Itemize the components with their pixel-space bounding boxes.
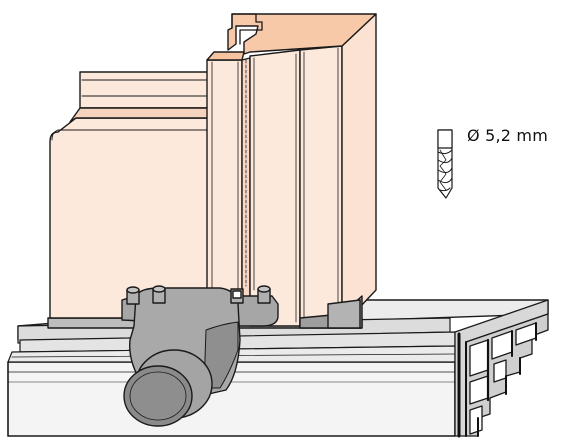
door-frame <box>47 13 377 329</box>
jig-post <box>257 285 271 304</box>
jig-cylinder-face-inner <box>129 371 187 421</box>
jig-post <box>230 288 244 304</box>
drill-bit-icon <box>437 129 453 199</box>
sash-left-curve <box>51 129 59 141</box>
frame-side-face <box>341 13 377 327</box>
frame-top-hook <box>231 13 263 45</box>
drill-bit-flute-shade <box>439 149 447 191</box>
frame-jamb-inner <box>249 49 301 327</box>
frame-top-small-cap <box>206 51 245 61</box>
drilling-jig-icon <box>121 285 279 427</box>
jig-body-shade <box>203 321 239 389</box>
frame-jamb-right <box>299 45 343 327</box>
sash-left-ledge <box>69 107 211 123</box>
sash-left-top-step <box>79 71 211 109</box>
jig-post <box>152 285 166 304</box>
drill-bit-shank <box>437 129 453 149</box>
jig-post <box>126 286 140 305</box>
frame-bottom-block <box>327 299 361 329</box>
profile-cross-section <box>454 299 549 438</box>
drill-bit-flute <box>437 149 453 192</box>
drill-diameter-label: Ø 5,2 mm <box>467 126 548 145</box>
